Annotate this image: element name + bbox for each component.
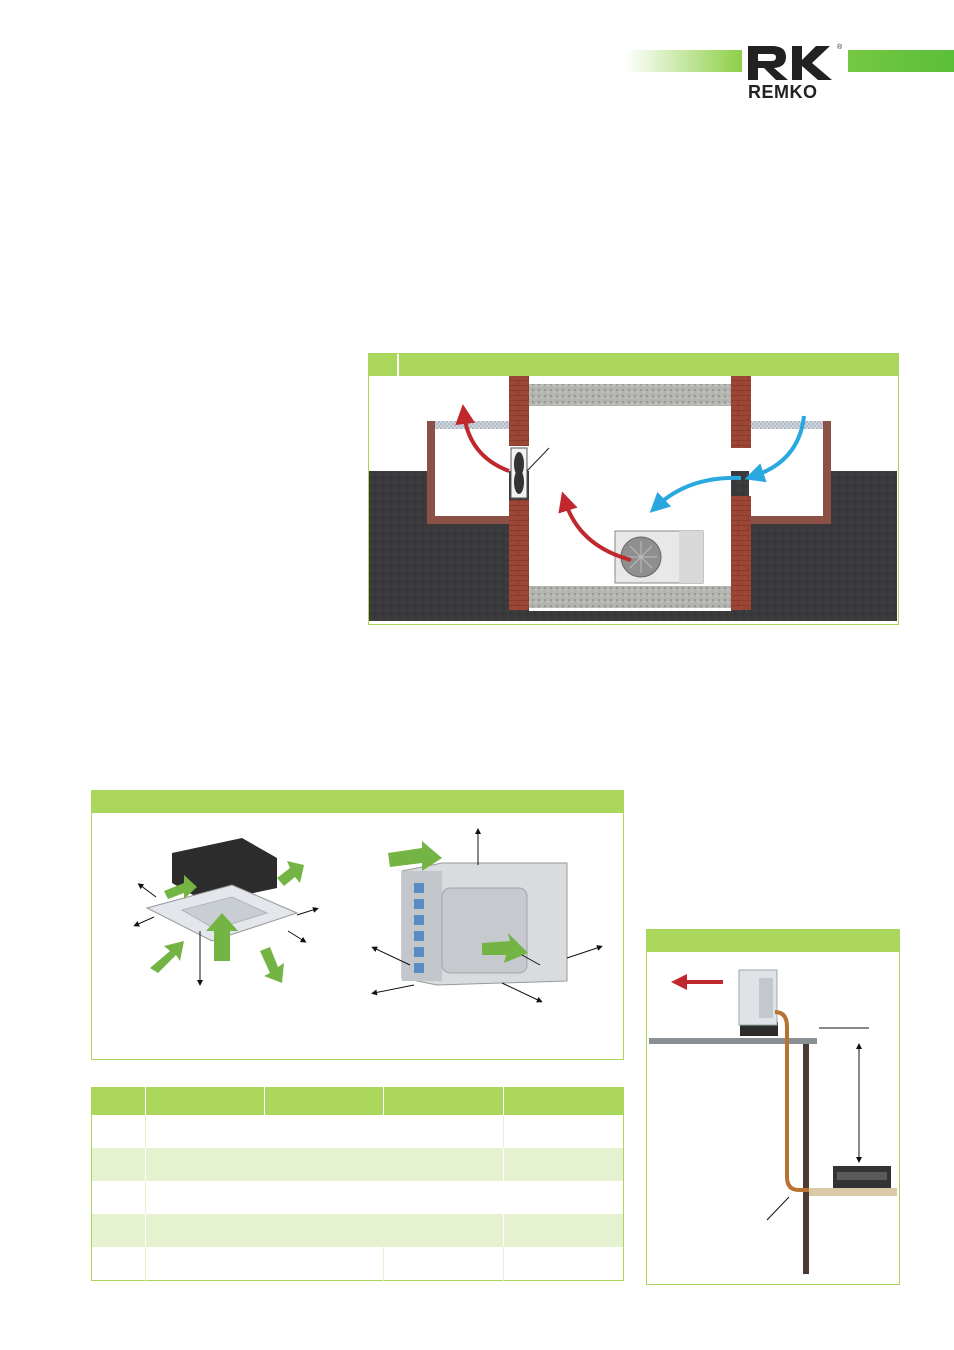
figure-caption-bar [369,354,898,376]
airflow-arrow-icon [388,841,528,963]
table-row [92,1181,624,1214]
figure-installation-room [368,353,899,625]
table-cell [144,1214,504,1247]
spec-table [91,1087,624,1281]
table-cell [144,1247,384,1281]
height-difference-illustration [649,969,897,1274]
table-row [91,1148,624,1181]
table-header-cell [503,1087,624,1115]
refrigerant-pipe-icon [774,1010,835,1192]
figure-caption-bar [92,791,623,813]
table-header-cell [91,1087,146,1115]
figure-number-separator [397,354,399,376]
table-header-cell [145,1087,266,1115]
brand-logo: ® REMKO [742,38,848,104]
brand-name: REMKO [748,82,818,102]
table-cell [92,1247,146,1281]
outdoor-unit-icon [738,969,778,1036]
table-header-cell [264,1087,385,1115]
exhaust-fan-icon [510,447,528,499]
table-cell [383,1247,504,1281]
installation-room-illustration [369,376,897,621]
clearances-illustration [133,828,603,1003]
table-cell [144,1148,504,1181]
table-row [92,1247,624,1281]
airflow-arrow-icon [150,861,304,983]
figure-height-difference [646,929,900,1285]
table-cell [502,1115,624,1148]
table-cell [502,1214,624,1247]
table-cell [92,1181,146,1214]
table-cell [144,1115,504,1148]
figure-clearances [91,790,624,1060]
remko-logo-icon: ® [748,43,843,80]
outdoor-unit-icon [401,862,568,986]
trademark-mark: ® [837,43,843,51]
table-row [91,1214,624,1247]
table-cell [502,1247,624,1281]
table-cell [91,1214,146,1247]
outdoor-unit-icon [614,530,704,584]
table-cell [92,1115,146,1148]
figure-caption-bar [647,930,899,952]
table-row [92,1115,624,1148]
table-cell [91,1148,146,1181]
table-header-cell [383,1087,504,1115]
indoor-unit-icon [833,1166,891,1188]
table-header-row [91,1087,624,1115]
table-cell [144,1181,624,1214]
table-cell [502,1148,624,1181]
